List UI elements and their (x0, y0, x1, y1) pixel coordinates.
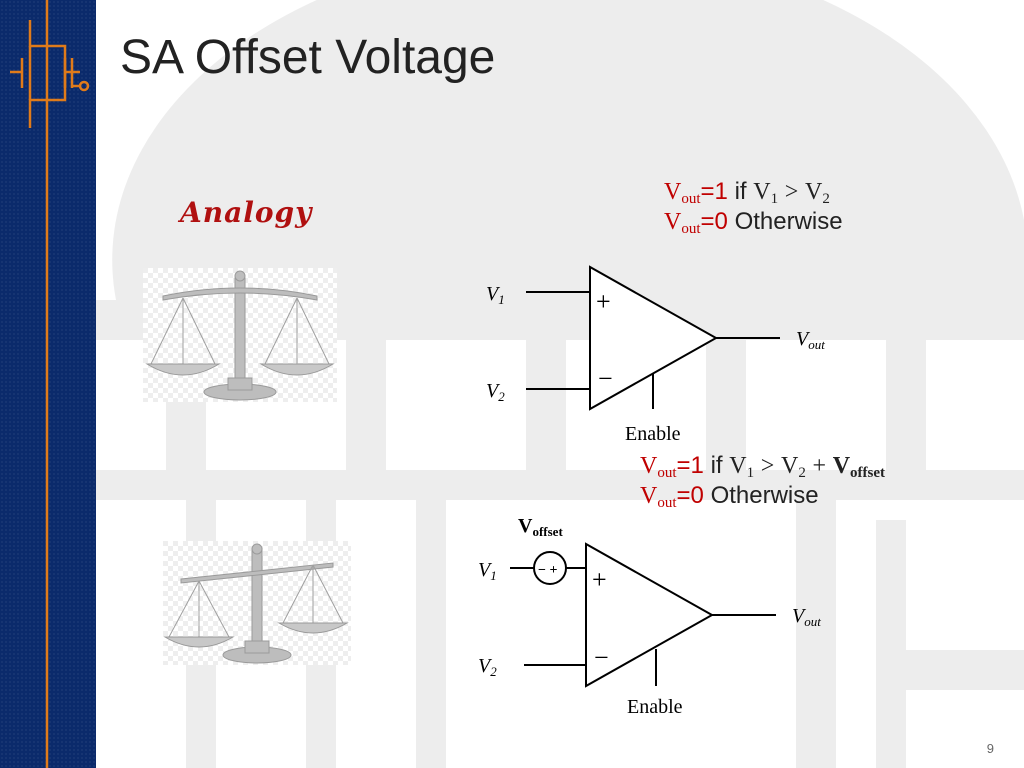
condition-1-line-2: Vout=0 Otherwise (664, 208, 843, 238)
voffset-symbol: Voffset (832, 453, 886, 481)
condition-1-line-1: Vout=1 if V1 > V2 (664, 178, 843, 208)
v2-label: V2 (478, 655, 497, 679)
voffset-label: Voffset (518, 515, 563, 539)
vout-value: =1 (676, 452, 704, 479)
vout-symbol: Vout (640, 453, 677, 481)
otherwise-text: Otherwise (710, 482, 819, 509)
condition-2-line-1: Vout=1 if V1 > V2 + Voffset (640, 452, 885, 482)
v2-label: V2 (486, 380, 505, 404)
comparator-diagram: + − V1 V2 Vout Enable (486, 265, 825, 445)
vout-symbol: Vout (664, 209, 701, 237)
v1-symbol: V1 (729, 453, 755, 481)
minus-sign: − (594, 643, 609, 672)
vout-value: =0 (700, 208, 728, 235)
if-text: if (734, 178, 747, 205)
enable-label: Enable (627, 696, 683, 718)
condition-2-line-2: Vout=0 Otherwise (640, 482, 885, 512)
condition-2: Vout=1 if V1 > V2 + Voffset Vout=0 Other… (640, 452, 885, 512)
offset-source-sign: − + (538, 563, 557, 578)
comparator-triangle (589, 265, 719, 411)
v1-label: V1 (478, 559, 497, 583)
vout-value: =1 (700, 178, 728, 205)
plus-sign: + (592, 565, 607, 594)
analogy-label: Analogy (180, 196, 313, 229)
comparator-triangle (585, 542, 715, 688)
page-number: 9 (986, 741, 994, 756)
enable-label: Enable (625, 423, 681, 445)
plus-symbol: + (812, 453, 827, 479)
v1-label: V1 (486, 283, 505, 307)
balance-scale-icon (163, 541, 351, 665)
minus-sign: − (598, 364, 613, 393)
otherwise-text: Otherwise (734, 208, 843, 235)
if-text: if (710, 452, 723, 479)
vout-symbol: Vout (664, 179, 701, 207)
greater-than-symbol: > (784, 179, 799, 205)
greater-than-symbol: > (760, 453, 775, 479)
vout-label: Vout (796, 328, 825, 352)
sidebar (0, 0, 96, 768)
v2-symbol: V2 (780, 453, 806, 481)
page-title: SA Offset Voltage (120, 31, 496, 84)
v2-symbol: V2 (804, 179, 830, 207)
vout-value: =0 (676, 482, 704, 509)
v1-symbol: V1 (753, 179, 779, 207)
transistor-logo-icon (10, 0, 90, 768)
balance-scale-icon (143, 268, 337, 402)
plus-sign: + (596, 287, 611, 316)
vout-symbol: Vout (640, 483, 677, 511)
condition-1: Vout=1 if V1 > V2 Vout=0 Otherwise (664, 178, 843, 238)
comparator-offset-diagram: − + Voffset + − V1 V2 Vout Enable (478, 515, 821, 718)
vout-label: Vout (792, 605, 821, 629)
